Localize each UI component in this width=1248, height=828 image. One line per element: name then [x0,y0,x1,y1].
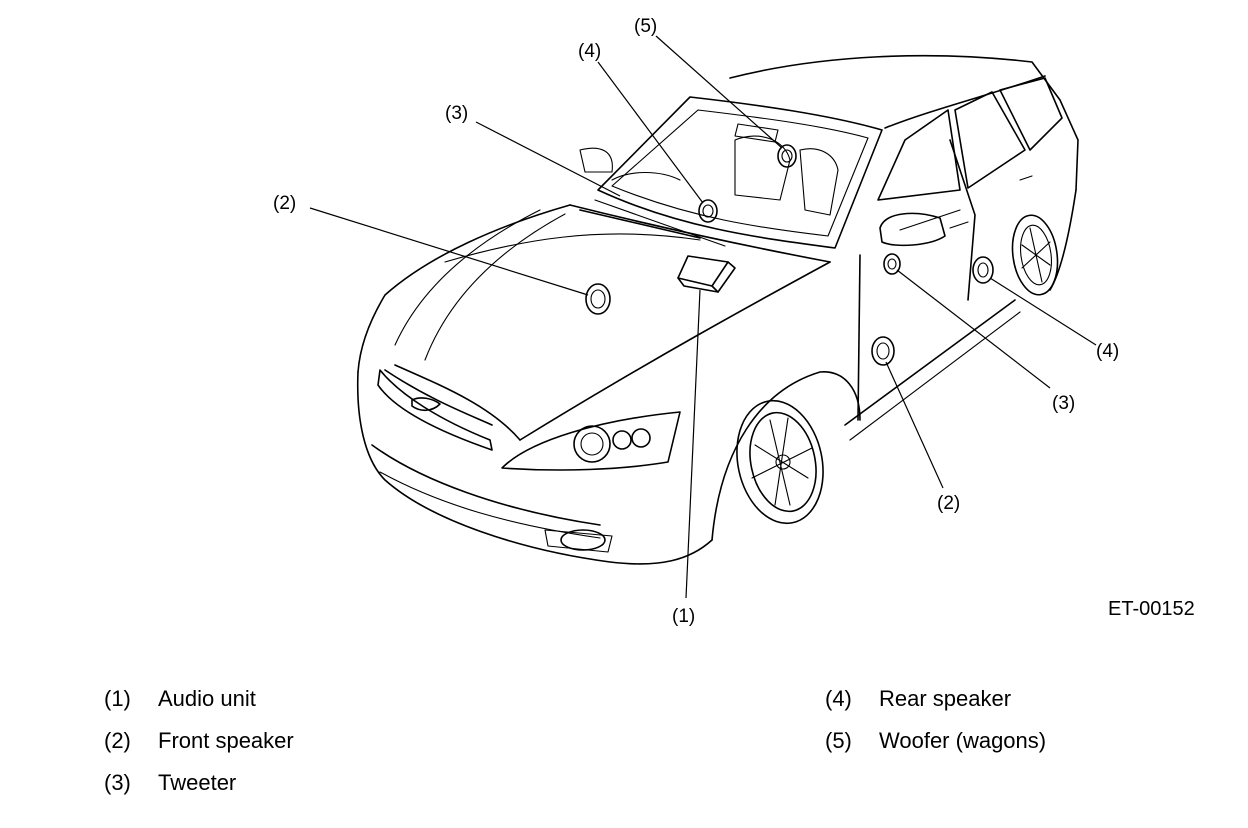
legend-text: Tweeter [158,770,237,795]
leader-line-4b [989,277,1097,346]
callout-labels: (1) (2) (2) (3) (3) (4) (4) (5) [273,16,1119,627]
callout-1: (1) [672,606,695,627]
legend-item: (3) Tweeter [104,770,294,812]
legend-item: (5) Woofer (wagons) [825,728,1046,770]
front-speaker-left-shape [585,283,611,315]
leader-line-5 [655,35,783,149]
leader-line-2b [885,361,944,489]
legend-number: (4) [825,686,852,711]
callout-3-right: (3) [1052,393,1075,414]
tweeter-right-shape [883,253,901,275]
callout-3-left: (3) [445,103,468,124]
rear-speaker-front-shape [698,199,718,223]
legend-right-column: (4) Rear speaker (5) Woofer (wagons) [825,686,1046,770]
front-speaker-right-shape [871,336,895,366]
legend-text: Front speaker [158,728,294,753]
leader-line-2a [309,207,589,296]
rear-speaker-side-shape [972,256,994,284]
legend-number: (2) [104,728,131,753]
legend-text: Rear speaker [879,686,1012,711]
callout-2-right: (2) [937,493,960,514]
callout-5: (5) [634,16,657,37]
leader-line-1 [685,289,701,599]
legend-number: (3) [104,770,131,795]
legend-left-column: (1) Audio unit (2) Front speaker (3) Tweete… [104,686,294,812]
legend-number: (1) [104,686,131,711]
callout-4-left: (4) [578,41,601,62]
audio-unit-shape [677,255,736,293]
figure-code: ET-00152 [1108,598,1195,620]
callout-2-left: (2) [273,193,296,214]
legend-item: (2) Front speaker [104,728,294,770]
leader-line-3a [475,121,621,197]
legend-number: (5) [825,728,852,753]
legend-text: Audio unit [158,686,256,711]
leader-line-3b [896,269,1051,389]
leader-line-4a [597,61,704,204]
legend-item: (4) Rear speaker [825,686,1046,728]
woofer-shape [777,144,797,168]
car-body-outline [356,54,1079,565]
legend-item: (1) Audio unit [104,686,294,728]
legend-text: Woofer (wagons) [879,728,1047,753]
car-speaker-location-diagram: (1) (2) (2) (3) (3) (4) (4) (5) [273,16,1119,627]
callout-4-right: (4) [1096,341,1119,362]
leader-lines [309,35,1097,599]
